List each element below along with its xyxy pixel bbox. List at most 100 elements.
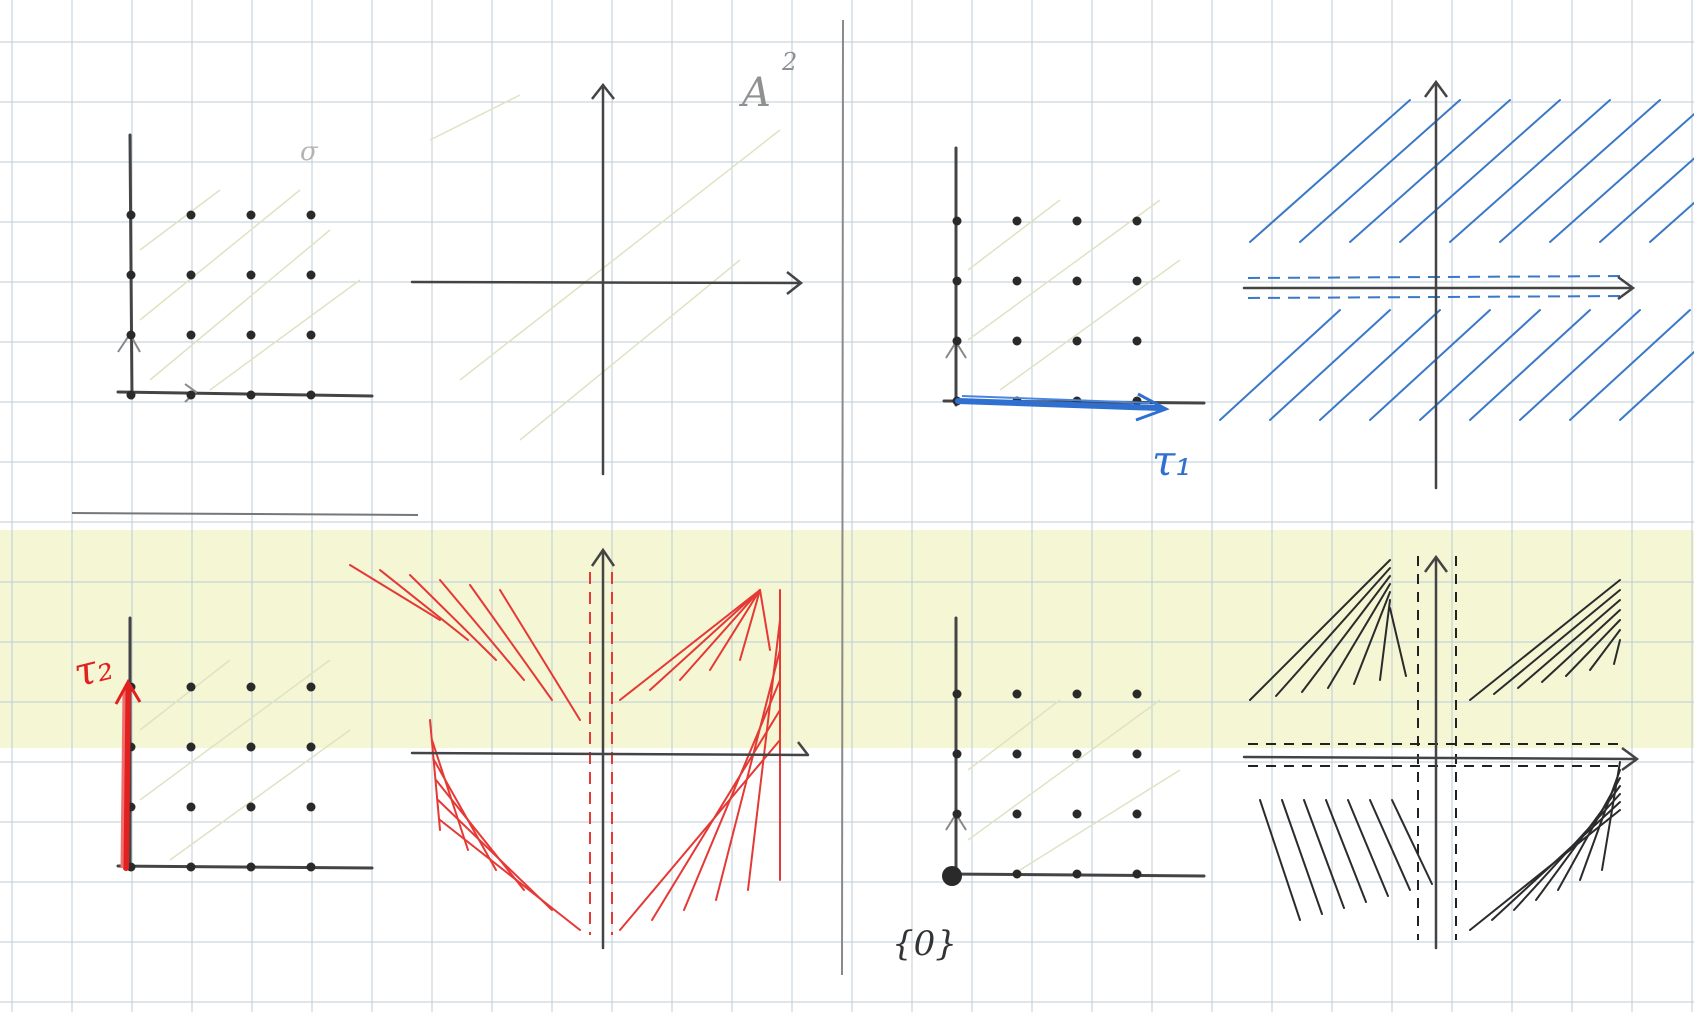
pale-hatch-stroke [169,729,351,861]
lattice-point [246,270,256,280]
lattice-point [246,390,256,400]
sigma-caption: σ [300,137,319,167]
pale-hatch-stroke [459,129,781,381]
hatch-stroke [715,649,781,901]
pale-hatch-stroke [209,279,361,391]
pale-hatch-stroke [139,659,331,801]
lattice-point [126,330,136,340]
hatch-stroke [1469,309,1591,421]
hatch-stroke [431,739,469,851]
lattice-point [952,336,962,346]
lattice-point [306,210,316,220]
hatch-stroke [1493,589,1621,695]
pale-hatch-stroke [1019,769,1181,871]
lattice-point [186,330,196,340]
lattice-point [306,802,316,812]
lattice-point [1072,869,1082,879]
plane-axes-top [410,83,802,476]
lattice-point [126,270,136,280]
lattice-point [1072,809,1082,819]
hatch-stroke [1469,579,1621,701]
hatch-stroke [1349,99,1511,243]
hatch-stroke [1513,793,1621,911]
lattice-point [246,742,256,752]
ray-tau2 [114,678,142,871]
panel-top-right: τ₁ [942,79,1694,490]
arrow-x-plane-top [786,271,804,295]
hatch-stroke [1419,309,1541,421]
lattice-point [1012,276,1022,286]
lattice-points-top-left [126,210,316,400]
lattice-point [246,210,256,220]
hatch-stroke [1369,799,1411,891]
lattice-point [1132,689,1142,699]
hatch-stroke [1379,599,1391,681]
lattice-point [1132,749,1142,759]
lattice-point [952,216,962,226]
lattice-point [1012,689,1022,699]
hatch-stroke [679,589,761,681]
pale-hatch-stroke [149,229,331,381]
pale-hatch-stroke [967,199,1161,341]
hatch-stroke [1649,201,1694,243]
lattice-point [186,802,196,812]
pale-hatch-stroke [967,699,1161,841]
lattice-point [1072,749,1082,759]
horizontal-divider [71,512,419,516]
hatch-stroke [1281,799,1323,915]
lattice-point [1012,216,1022,226]
panel-top-left: σ A 2 [116,48,804,476]
hatch-stroke [1549,112,1694,243]
lattice-point [1072,689,1082,699]
ray-tau1 [955,392,1170,422]
black-hatching [1249,559,1621,931]
hatch-stroke [739,589,761,661]
lattice-point [952,809,962,819]
plane-axes-bottom-left [410,550,810,950]
pale-hatch-stroke [139,189,301,321]
hatch-stroke [619,589,761,701]
hatch-stroke [1347,799,1389,897]
hatch-stroke [349,564,441,621]
hatch-stroke [1565,619,1621,677]
hatch-stroke [499,589,581,721]
arrow-y-plane-bottom-right [1423,554,1449,573]
affine-plane-superscript: 2 [781,48,797,76]
lattice-point [1072,276,1082,286]
arrow-y-plane-top [591,82,615,100]
lattice-point [306,862,316,872]
lattice-point [952,689,962,699]
lattice-point [1132,809,1142,819]
affine-plane-label: A [738,70,771,116]
pale-hatching [139,94,1181,871]
lattice-point [952,276,962,286]
lattice-point [186,682,196,692]
hatch-stroke [1301,575,1391,693]
lattice-point [246,862,256,872]
hatch-stroke [1613,639,1621,665]
hatch-stroke [379,569,469,641]
hatch-stroke [1589,629,1621,671]
tau1-label: τ₁ [1152,436,1192,485]
hatch-stroke [1249,559,1391,701]
lattice-points-bottom-left [126,682,316,872]
lattice-point [186,742,196,752]
lattice-point [1072,216,1082,226]
pale-hatch-stroke [429,94,521,141]
hatch-stroke [1389,607,1407,677]
plane-axes-bottom-right [1242,556,1638,950]
hatch-stroke [1399,99,1561,243]
lattice-point [306,390,316,400]
pale-hatch-stroke [519,259,741,441]
hatch-stroke [649,589,761,691]
plane-axes-top-right [1242,81,1634,490]
lattice-points-bottom-right [952,689,1142,879]
pale-hatch-stroke [967,699,1061,771]
hatch-stroke [1369,309,1491,421]
hatch-stroke [409,574,497,661]
highlighter-band [0,530,1694,748]
panel-bottom-left: τ₂ [69,547,810,950]
lattice-axes-top-left [116,133,374,400]
lattice-point [306,742,316,752]
